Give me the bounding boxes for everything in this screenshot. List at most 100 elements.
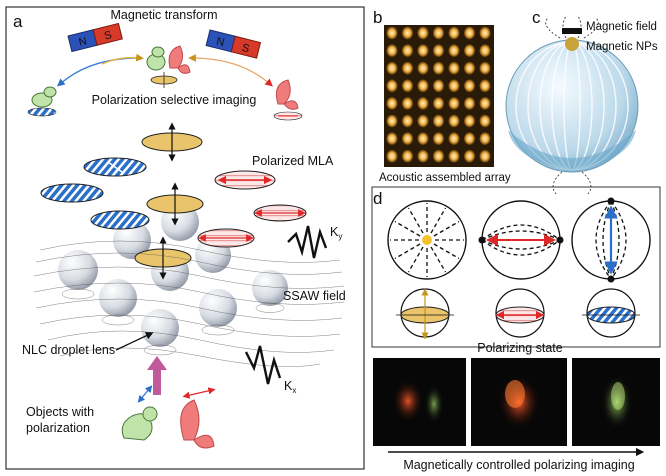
larva-icon-object	[121, 385, 158, 441]
acoustic-array-caption: Acoustic assembled array	[379, 172, 511, 184]
polarization-selective-imaging: Polarization selective imaging	[92, 93, 257, 107]
array-spot	[417, 79, 429, 93]
array-spot	[479, 26, 491, 40]
array-spot	[386, 114, 398, 128]
nlc-pointer	[115, 332, 154, 351]
magnet-left: N S	[67, 22, 123, 53]
panel-b: b Acoustic assembled array	[373, 8, 511, 184]
field-lines-top	[545, 15, 599, 39]
array-spot	[417, 26, 429, 40]
panel-a-letter: a	[13, 12, 23, 31]
array-spot	[432, 61, 445, 75]
array-spot	[417, 114, 429, 128]
array-spot	[448, 97, 460, 110]
magnetic-transform-title: Magnetic transform	[111, 8, 218, 22]
panel-a-frame	[5, 6, 365, 470]
radial-director-line	[394, 220, 421, 237]
array-spot	[432, 97, 445, 110]
array-spot	[479, 97, 491, 110]
array-spot	[386, 79, 398, 93]
polarizer-blue	[582, 288, 640, 338]
array-spot	[479, 132, 491, 146]
magnetic-imaging-caption: Magnetically controlled polarizing imagi…	[403, 458, 634, 472]
magnetic-field-label: Magnetic field	[586, 21, 657, 33]
array-spot	[448, 132, 460, 146]
panel-d-letter: d	[373, 189, 382, 208]
butterfly-icon-right	[273, 79, 303, 121]
transform-arrow-right	[188, 54, 273, 87]
magnet-right: N S	[205, 29, 262, 59]
array-spot	[401, 97, 414, 110]
array-spot	[448, 61, 460, 75]
array-spot	[417, 149, 429, 163]
array-spot	[417, 97, 429, 110]
ssaw-contour-field	[33, 240, 345, 367]
array-spot	[386, 149, 398, 163]
array-spot	[448, 44, 460, 57]
array-spot	[417, 44, 429, 57]
radial-director-line	[430, 246, 447, 273]
ky-label: Ky	[330, 225, 342, 241]
array-spot	[463, 97, 476, 110]
radial-director-line	[407, 246, 424, 273]
larva-icon-top	[146, 46, 166, 71]
ssaw-field-label: SSAW field	[283, 289, 346, 303]
polarizing-state-label: Polarizing state	[477, 341, 563, 355]
magnet-left-n: N	[78, 35, 89, 49]
array-spot	[417, 132, 429, 146]
kx-wave	[244, 345, 282, 385]
globe-base-shade	[508, 130, 636, 172]
lens-yellow-low	[134, 236, 192, 280]
array-spot	[432, 149, 445, 163]
array-spot	[463, 61, 476, 75]
array-spot	[386, 97, 398, 110]
larva-icon-left	[27, 86, 57, 117]
array-spot	[463, 132, 476, 146]
director-bipolar-vertical	[571, 197, 651, 283]
lens-red-row1	[214, 170, 276, 190]
array-spot	[432, 26, 445, 40]
magnetic-nps-label: Magnetic NPs	[586, 41, 658, 53]
radial-director-line	[430, 207, 447, 234]
array-spot	[448, 149, 460, 163]
objects-label-line1: Objects with	[26, 405, 94, 419]
array-spot	[401, 26, 414, 40]
light-path-arrow	[147, 356, 167, 395]
array-spot	[432, 79, 445, 93]
ky-wave	[287, 225, 328, 259]
acoustic-array-dots	[386, 26, 491, 163]
lens-red-row2	[253, 204, 307, 222]
array-spot	[401, 149, 414, 163]
polarizer-red	[495, 288, 545, 338]
array-spot	[401, 114, 414, 128]
droplet-spheres	[58, 203, 288, 347]
panel-d-frame	[371, 186, 661, 348]
field-lines-bottom	[552, 171, 592, 195]
radial-director-line	[433, 220, 460, 237]
array-spot	[386, 61, 398, 75]
array-spot	[432, 114, 445, 128]
polarized-mla-label: Polarized MLA	[252, 154, 334, 168]
array-spot	[463, 44, 476, 57]
array-spot	[448, 26, 460, 40]
array-spot	[463, 26, 476, 40]
array-spot	[479, 79, 491, 93]
array-spot	[417, 61, 429, 75]
imaging-tile-butterfly	[471, 358, 567, 446]
panel-c: c Magnetic field Magnetic NPs	[505, 8, 658, 195]
radial-director-line	[407, 207, 424, 234]
array-spot	[401, 44, 414, 57]
magnet-left-s: S	[103, 29, 113, 42]
radial-director-line	[433, 243, 460, 260]
magnet-right-n: N	[215, 36, 226, 50]
magnetic-nps-cluster	[565, 37, 579, 51]
array-spot	[432, 44, 445, 57]
array-spot	[386, 132, 398, 146]
array-spot	[448, 79, 460, 93]
butterfly-icon-top	[168, 45, 191, 74]
panel-d: d	[371, 186, 661, 472]
array-spot	[463, 79, 476, 93]
array-spot	[479, 149, 491, 163]
array-spot	[401, 61, 414, 75]
